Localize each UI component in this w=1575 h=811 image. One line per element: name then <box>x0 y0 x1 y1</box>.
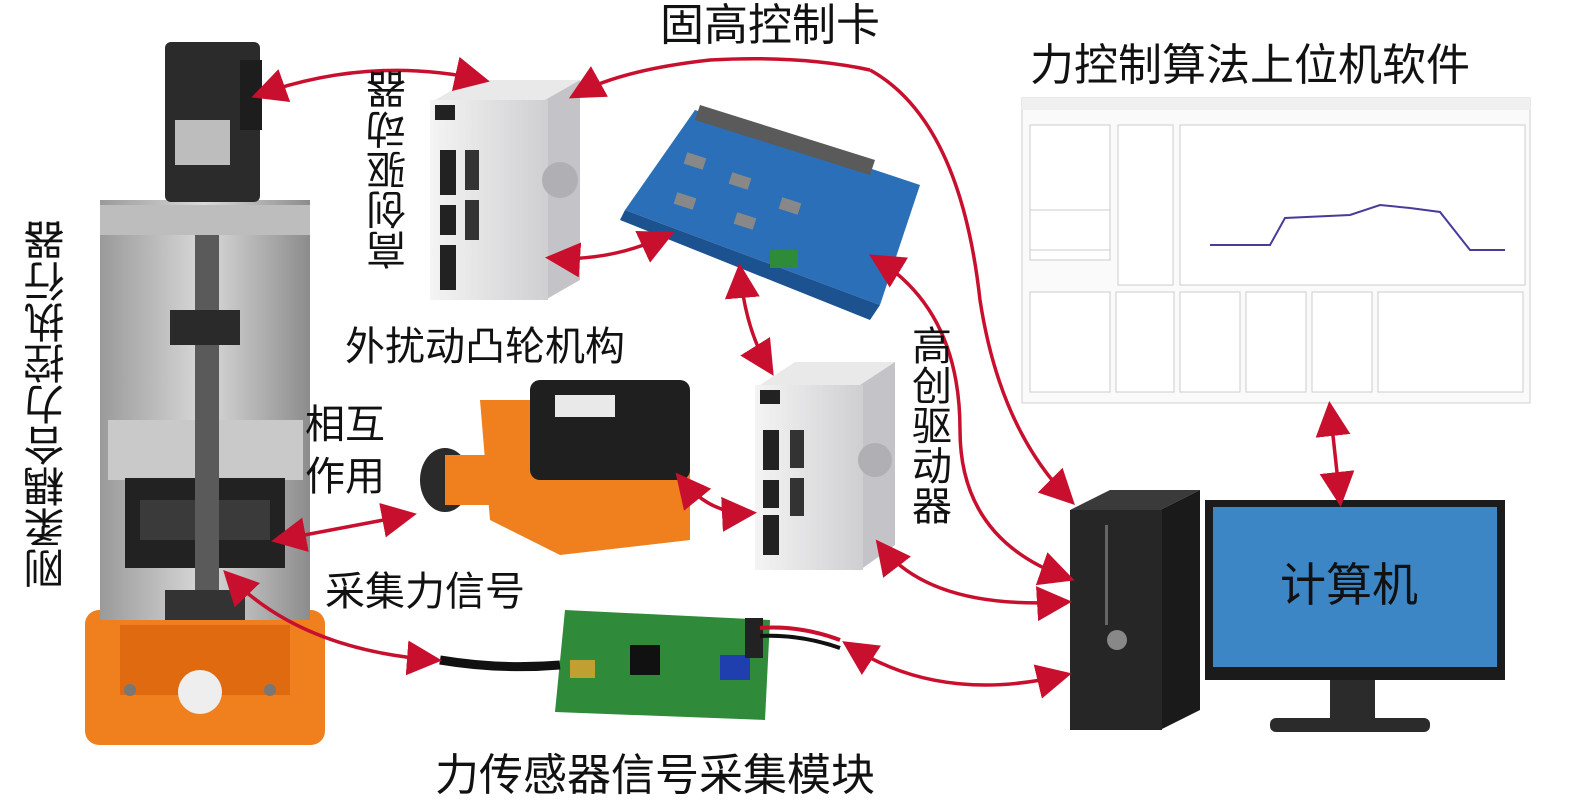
arrow-card-driver-top <box>575 59 870 95</box>
arrow-software-monitor <box>1330 408 1340 500</box>
arrow-cam-driver <box>680 478 750 513</box>
sensor-module <box>440 610 840 720</box>
label-sensor-module: 力传感器信号采集模块 <box>435 752 875 800</box>
force-actuator <box>85 42 325 745</box>
label-software: 力控制算法上位机软件 <box>1030 42 1470 90</box>
driver-bottom <box>755 362 895 570</box>
software-screenshot <box>1022 98 1530 403</box>
label-computer: 计算机 <box>1280 560 1418 611</box>
arrow-driver-computer <box>880 545 1065 603</box>
label-controller-card: 固高控制卡 <box>660 2 880 50</box>
label-collect-force: 采集力信号 <box>325 570 525 614</box>
label-interaction-1: 相互 <box>305 403 385 447</box>
driver-top <box>430 80 580 300</box>
computer-tower <box>1070 490 1200 730</box>
arrow-sensor-computer <box>848 645 1065 685</box>
monitor <box>1205 500 1505 732</box>
label-cam-mechanism: 外扰动凸轮机构 <box>345 325 625 369</box>
label-interaction-2: 作用 <box>305 455 385 499</box>
arrow-card-driver-bottom <box>740 270 770 370</box>
label-driver-bottom: 高创驱动器 <box>908 325 948 525</box>
label-actuator: 刚柔耦合力控执行器 <box>28 220 69 589</box>
control-card <box>620 105 920 320</box>
label-driver-top: 高创驱动器 <box>370 70 410 270</box>
cam-mechanism <box>420 380 690 555</box>
